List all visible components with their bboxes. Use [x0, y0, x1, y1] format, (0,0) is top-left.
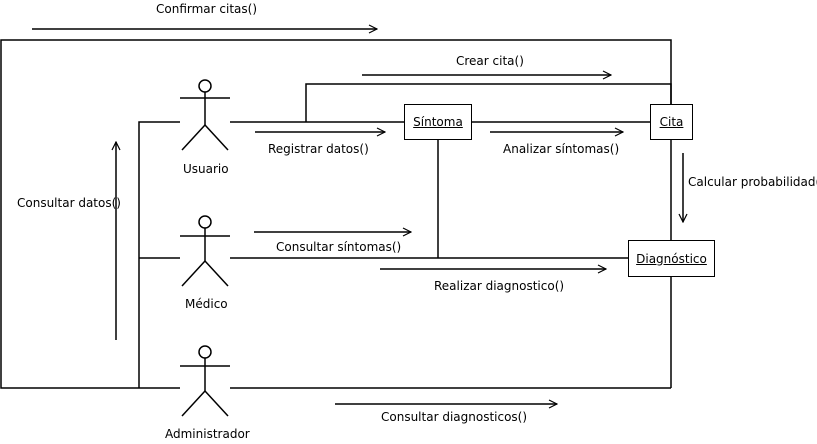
link-actor-bus	[138, 121, 180, 388]
medico-stick-figure-icon	[180, 215, 230, 287]
message-consultar-datos: Consultar datos()	[17, 196, 121, 210]
message-consultar-sintomas: Consultar síntomas()	[276, 240, 402, 254]
object-sintoma: Síntoma	[404, 104, 472, 140]
object-cita: Cita	[650, 104, 693, 140]
message-registrar-datos: Registrar datos()	[268, 142, 369, 156]
usuario-stick-figure-icon	[180, 79, 230, 151]
message-calcular-probabilidad: Calcular probabilidad()	[688, 175, 817, 189]
link-usuario-cita	[305, 83, 672, 122]
message-confirmar-citas: Confirmar citas()	[156, 2, 258, 16]
message-realizar-diagnostico: Realizar diagnostico()	[434, 279, 565, 293]
message-consultar-diagnosticos: Consultar diagnosticos()	[381, 410, 528, 424]
message-analizar-sintomas: Analizar síntomas()	[503, 142, 620, 156]
actor-label-usuario: Usuario	[183, 162, 229, 176]
actor-label-medico: Médico	[185, 297, 228, 311]
link-outer-frame	[0, 39, 672, 389]
object-diagnostico: Diagnóstico	[628, 240, 715, 277]
message-crear-cita: Crear cita()	[456, 54, 524, 68]
administrador-stick-figure-icon	[180, 345, 230, 417]
actor-label-administrador: Administrador	[165, 427, 250, 441]
